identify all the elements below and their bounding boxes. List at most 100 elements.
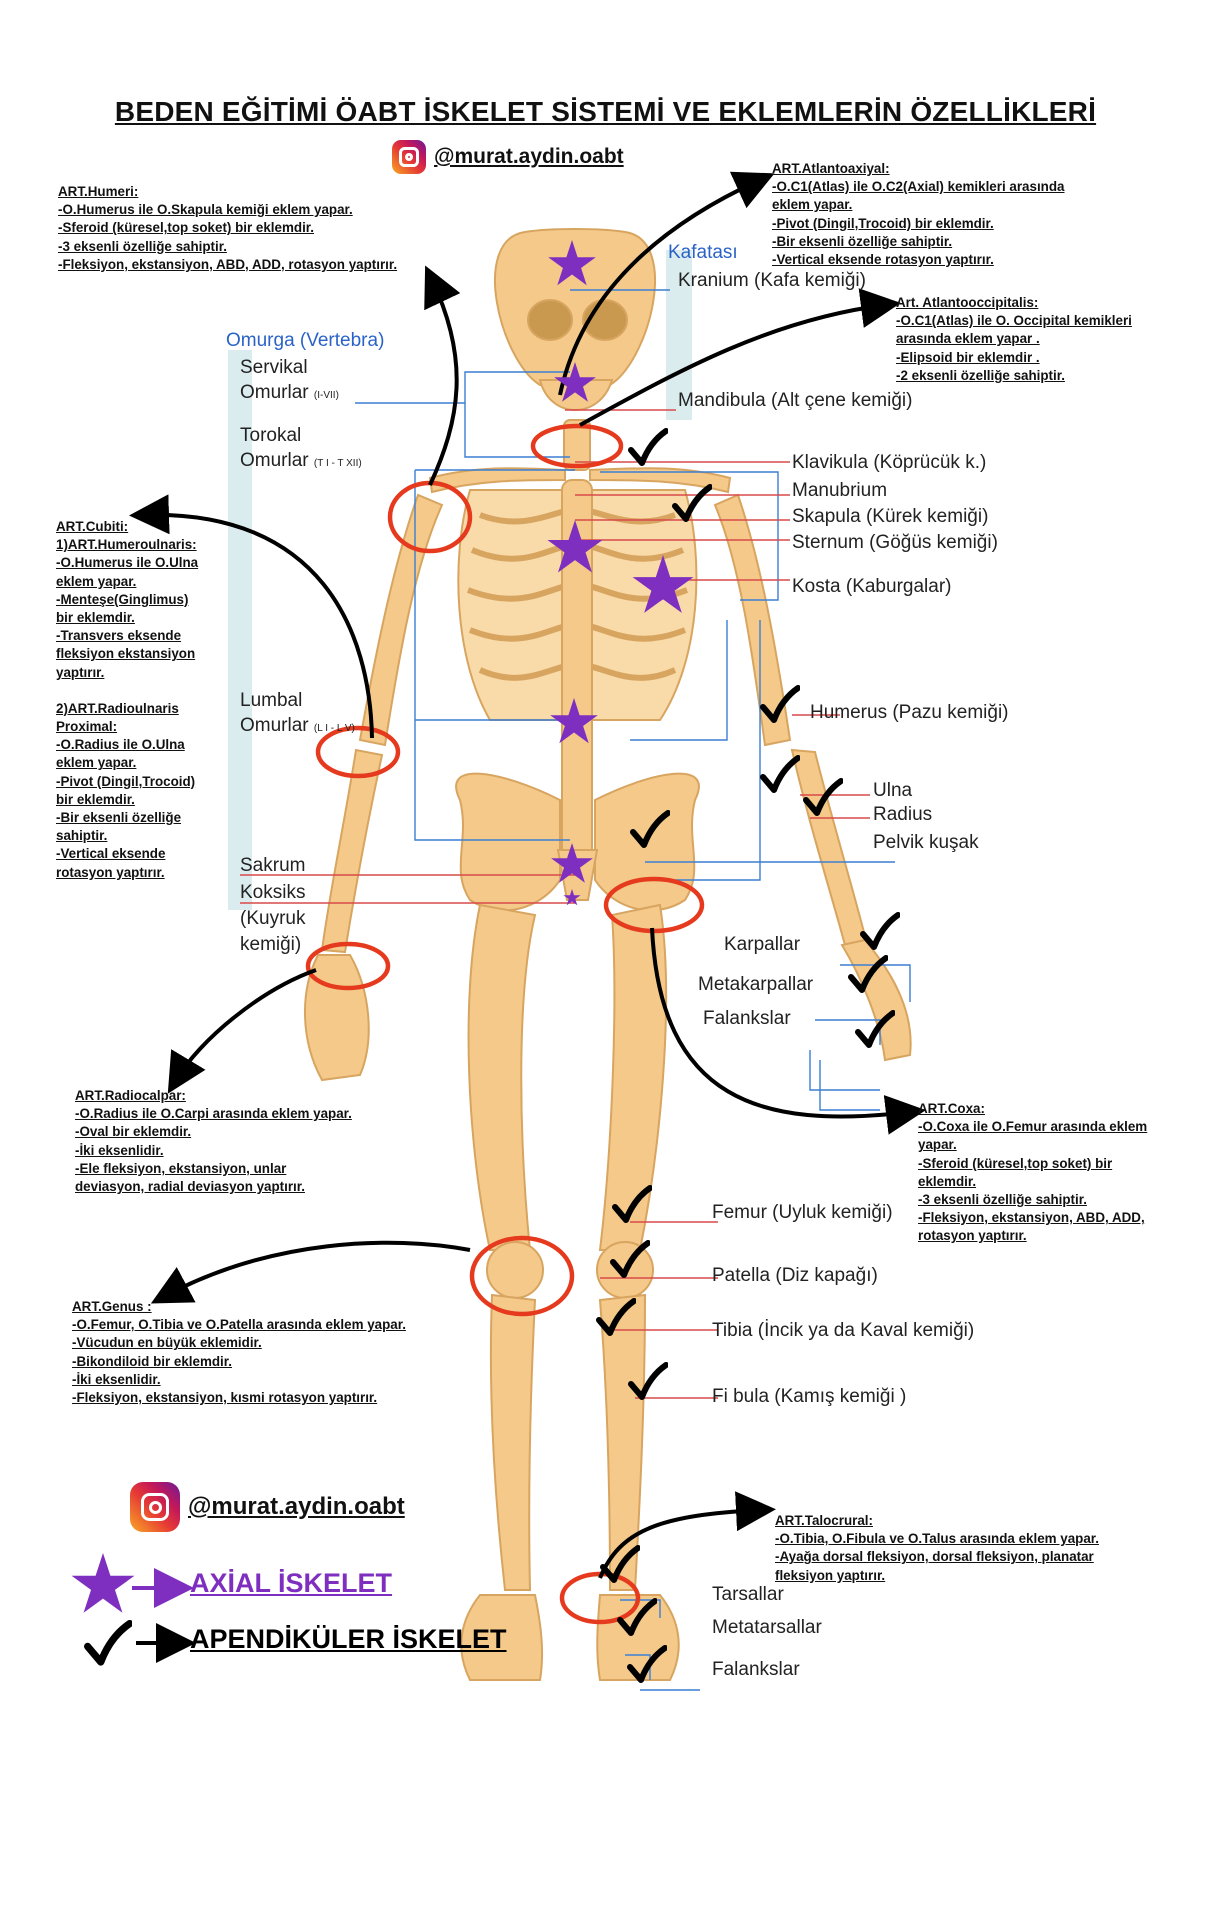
label-sakrum: Sakrum [240,855,306,876]
note-line: -3 eksenli özelliğe sahiptir. [58,238,227,254]
arrow-coxa [650,927,926,1135]
tibia-left [489,1293,537,1591]
note-line: -Sferoid (küresel,top soket) bir [918,1155,1113,1171]
note-line: ART.Atlantoaxiyal: [772,161,890,176]
label-metatarsallar: Metatarsallar [712,1617,822,1638]
label-falankslar-el: Falankslar [703,1008,791,1029]
legend-axial: AXİAL İSKELET [190,1568,393,1598]
instagram-icon [130,1482,180,1532]
instagram-handle-top[interactable]: @murat.aydin.oabt [392,140,624,174]
foot-left [460,1594,544,1681]
label-sternum: Sternum (Göğüs kemiği) [792,532,998,553]
legend-star-icon [71,1553,135,1613]
note-humeri: ART.Humeri: -O.Humerus ile O.Skapula kem… [58,183,397,274]
note-line: -İki eksenlidir. [75,1142,164,1158]
label-servikal: Servikal [240,357,308,378]
label-kuyruk-kemigi: kemiği) [240,934,302,955]
label-pelvik: Pelvik kuşak [873,832,979,853]
note-line: -O.Coxa ile O.Femur arasında eklem [918,1119,1148,1135]
label-metakarpallar: Metakarpallar [698,974,814,995]
label-omurga: Omurga (Vertebra) [226,330,385,351]
label-radius: Radius [873,804,933,825]
note-line: -O.C1(Atlas) ile O. Occipital kemikleri [896,313,1132,329]
forearm-right [790,748,868,947]
label-kosta: Kosta (Kaburgalar) [792,576,952,597]
femur-left [467,903,537,1251]
label-manubrium: Manubrium [792,480,888,501]
note-line: -Vertical eksende rotasyon yaptırır. [772,252,994,268]
note-line: bir eklemdir. [56,610,135,626]
pelvis-left [455,772,561,912]
note-line: Proximal: [56,719,118,735]
note-line: ART.Cubiti: [56,519,129,534]
label-femur: Femur (Uyluk kemiği) [712,1202,893,1223]
joint-circle-knee [469,1235,575,1317]
note-line: -Vertical eksende [56,846,166,862]
joint-circle-wrist [305,941,391,991]
note-line: -Menteşe(Ginglimus) [56,591,189,607]
note-line: -Fleksiyon, ekstansiyon, kısmi rotasyon … [72,1390,378,1406]
orbit-left [527,299,573,341]
arrow-talocrural [598,1491,776,1579]
joint-circle-elbow [315,725,401,779]
label-text: Omurlar [240,450,309,471]
skull-guide-bar [666,250,692,420]
instagram-handle-bottom[interactable]: @murat.aydin.oabt [130,1482,405,1532]
note-line: -Transvers eksende [56,628,182,644]
note-genus: ART.Genus : -O.Femur, O.Tibia ve O.Patel… [72,1298,406,1407]
label-tibia: Tibia (İncik ya da Kaval kemiği) [712,1320,975,1341]
label-fibula: Fi bula (Kamış kemiği ) [712,1386,907,1407]
label-text: Omurlar [240,715,309,736]
handle-text: @murat.aydin.oabt [434,145,624,168]
note-line: fleksiyon ekstansiyon [56,646,196,662]
note-line: -O.Radius ile O.Carpi arasında eklem yap… [75,1106,352,1122]
forearm-left [320,748,384,954]
humerus-left [358,493,444,747]
skull [494,228,656,386]
arrow-cubiti [129,494,374,739]
label-klavikula: Klavikula (Köprücük k.) [792,452,987,473]
patella-left [486,1241,544,1299]
page-title: BEDEN EĞİTİMİ ÖABT İSKELET SİSTEMİ VE EK… [114,96,1097,127]
label-range: (L I - L V) [313,723,355,734]
cervical-spine [563,419,591,471]
note-line: 2)ART.Radioulnaris [56,700,179,716]
note-line: rotasyon yaptırır. [918,1228,1027,1244]
label-falankslar-ayak: Falankslar [712,1659,800,1680]
note-line: ART.Humeri: [58,184,139,199]
label-lumbal: Lumbal [240,690,303,711]
label-torokal-omurlar: Omurlar (T I - T XII) [240,450,362,472]
note-line: -Fleksiyon, ekstansiyon, ABD, ADD, [918,1210,1145,1226]
note-line: ART.Talocrural: [775,1513,873,1528]
note-line: sahiptir. [56,828,108,844]
note-line: yaptırır. [56,664,105,680]
note-line: -Elipsoid bir eklemdir . [896,349,1040,365]
label-mandibula: Mandibula (Alt çene kemiği) [678,390,913,411]
label-range: (I-VII) [313,390,339,401]
note-line: eklemdir. [918,1173,977,1189]
note-line: -O.C1(Atlas) ile O.C2(Axial) kemikleri a… [772,179,1065,195]
note-line: yapar. [918,1137,957,1153]
handle-text: @murat.aydin.oabt [188,1493,405,1520]
hand-left [304,954,370,1082]
arrows [129,171,926,1579]
note-line: arasında eklem yapar . [896,331,1040,347]
arrow-radiocalpar [167,968,317,1094]
note-line: -Vücudun en büyük eklemidir. [72,1335,262,1351]
label-patella: Patella (Diz kapağı) [712,1265,878,1286]
label-text: Omurlar [240,382,309,403]
note-line: -O.Femur, O.Tibia ve O.Patella arasında … [72,1317,406,1333]
label-karpallar: Karpallar [724,934,801,955]
note-line: eklem yapar. [56,755,137,771]
label-koksiks: Koksiks [240,882,306,903]
label-torokal: Torokal [240,425,302,446]
note-line: rotasyon yaptırır. [56,864,165,880]
note-line: bir eklemdir. [56,791,135,807]
note-line: -O.Radius ile O.Ulna [56,737,185,753]
note-line: ART.Coxa: [918,1101,985,1116]
instagram-icon [392,140,426,174]
note-line: -Fleksiyon, ekstansiyon, ABD, ADD, rotas… [58,256,398,272]
label-lines-red [240,409,870,1399]
joint-circle-atlanto [530,423,624,469]
